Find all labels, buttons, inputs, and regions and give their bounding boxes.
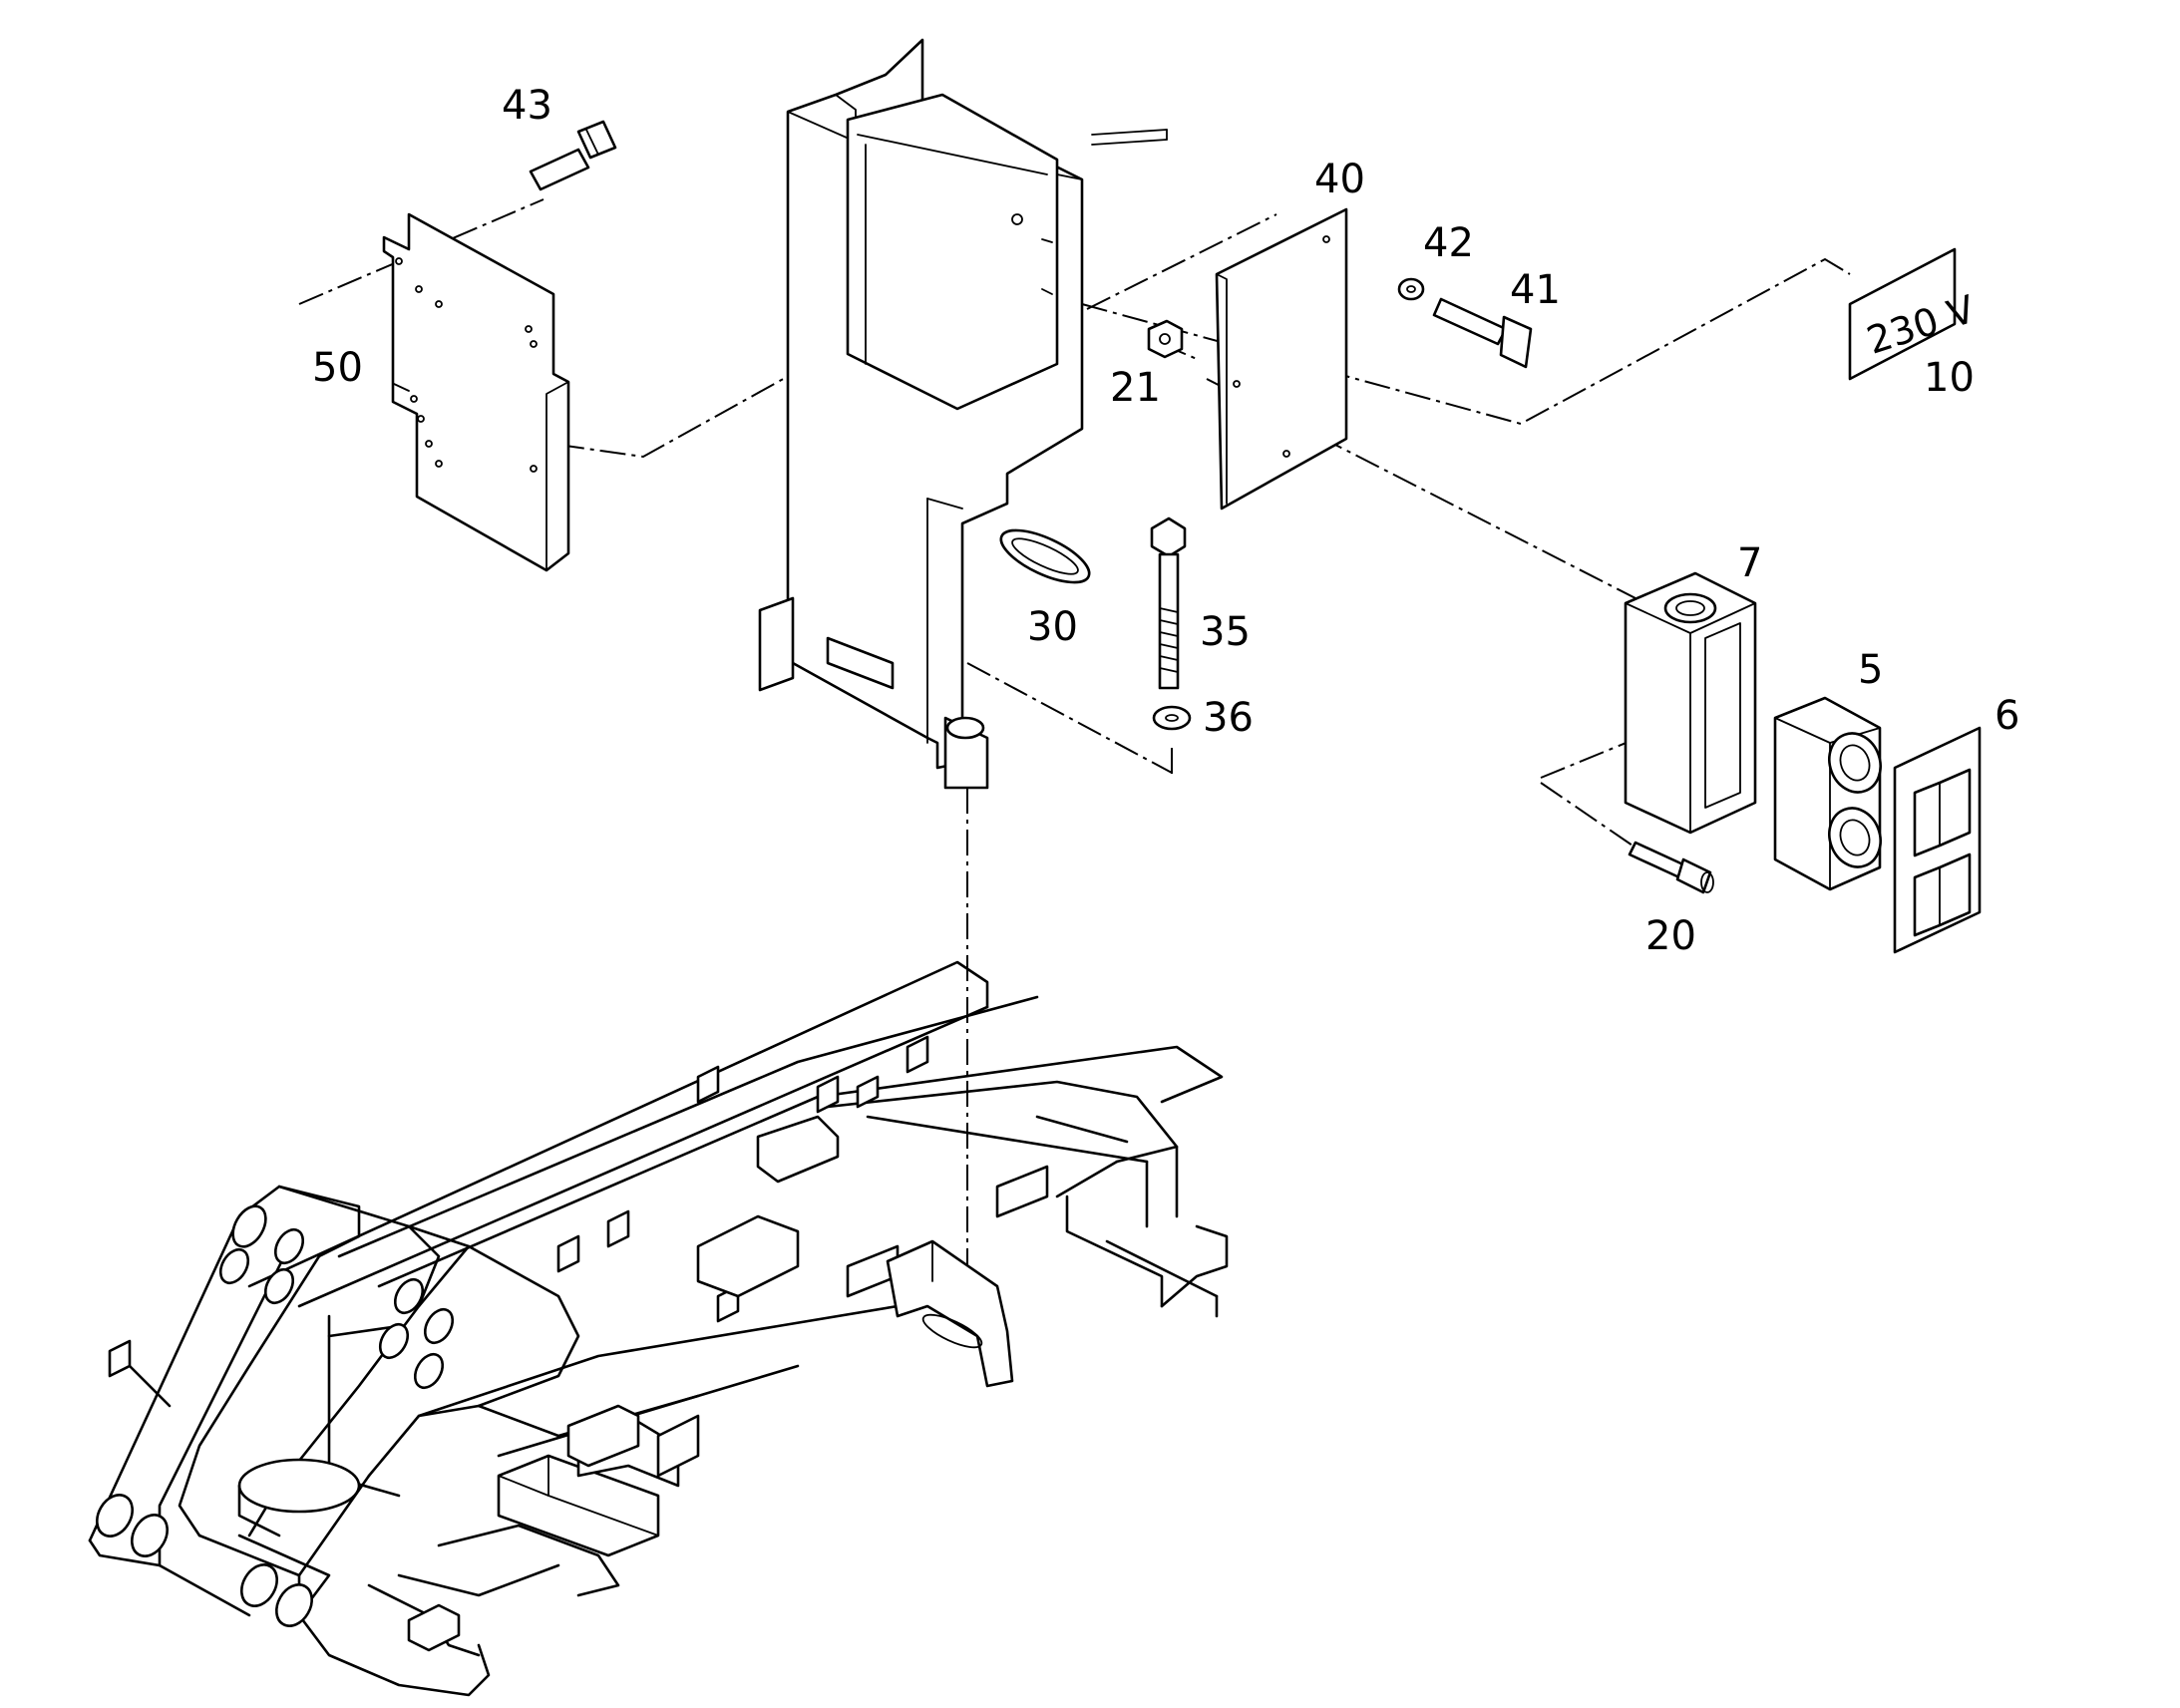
grommet-part-30 <box>999 528 1091 584</box>
callout-35: 35 <box>1200 609 1251 655</box>
double-socket-part-5 <box>1773 696 1882 891</box>
bolt-part-43 <box>529 120 617 191</box>
callout-6: 6 <box>1995 693 2019 739</box>
callout-36: 36 <box>1203 695 1254 741</box>
mounting-plate-part-50 <box>382 212 570 572</box>
callout-30: 30 <box>1027 604 1078 650</box>
callout-10: 10 <box>1924 355 1975 401</box>
callout-40: 40 <box>1314 157 1365 202</box>
callout-20: 20 <box>1645 913 1696 959</box>
callout-labels: 43 50 40 42 41 21 10 30 35 36 7 5 6 20 <box>312 83 2019 959</box>
cover-plate-part-40 <box>1215 207 1348 511</box>
socket-cover-part-6 <box>1893 726 1982 954</box>
callout-5: 5 <box>1858 647 1883 693</box>
washer-part-36 <box>1152 705 1192 731</box>
callout-41: 41 <box>1510 267 1561 313</box>
nut-part-21 <box>1147 319 1184 359</box>
socket-box-part-7 <box>1624 571 1757 835</box>
callout-43: 43 <box>502 83 552 129</box>
chassis-frame <box>88 960 1229 1697</box>
bolt-part-41 <box>1432 297 1533 369</box>
callout-42: 42 <box>1423 220 1474 266</box>
washer-part-42 <box>1397 277 1425 301</box>
callout-21: 21 <box>1110 365 1161 411</box>
central-housing <box>758 38 1168 790</box>
callout-50: 50 <box>312 345 363 391</box>
bolt-part-35 <box>1150 516 1187 690</box>
callout-7: 7 <box>1737 540 1762 586</box>
screw-part-20 <box>1628 841 1714 894</box>
